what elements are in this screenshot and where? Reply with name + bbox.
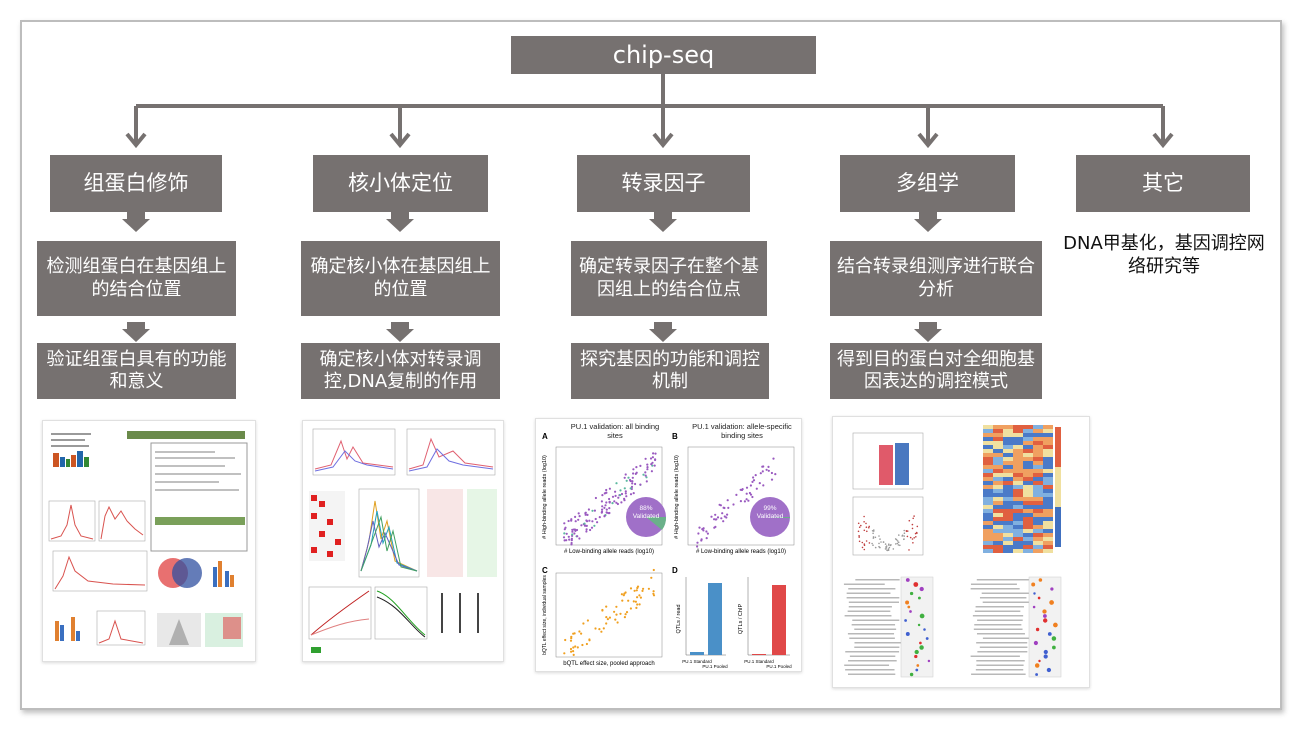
tf-bar-label-3: PU.1 Standard	[744, 659, 774, 664]
step-tf-1: 确定转录因子在整个基因组上的结合位点	[571, 241, 767, 316]
category-other: 其它	[1076, 155, 1250, 212]
tf-panel-a-ylabel: # High-binding allele reads (log10)	[542, 455, 548, 539]
tf-pie-b-wrap: 99% Validated	[756, 505, 784, 520]
category-multi-omics: 多组学	[840, 155, 1015, 212]
tf-panel-c-label: C	[542, 566, 548, 575]
tf-panel-b-xlabel: # Low-binding allele reads (log10)	[696, 549, 786, 555]
step-omics-2: 得到目的蛋白对全细胞基因表达的调控模式	[830, 343, 1042, 399]
tf-bar-d2-pooled	[772, 585, 786, 655]
tf-panel-a-xlabel: # Low-binding allele reads (log10)	[564, 549, 654, 555]
tf-panel-b-label: B	[672, 432, 678, 441]
tf-panel-c-scatter	[563, 568, 656, 656]
tf-panel-d-ylabel2: QTLs / ChIP	[738, 604, 744, 635]
root-node: chip-seq	[511, 36, 816, 74]
tf-bar-label-2: PU.1 Pooled	[702, 664, 728, 669]
tf-bar-label-4: PU.1 Pooled	[766, 664, 792, 669]
step-nucleosome-2: 确定核小体对转录调控,DNA复制的作用	[301, 343, 500, 399]
category-histone: 组蛋白修饰	[50, 155, 222, 212]
category-nucleosome: 核小体定位	[313, 155, 488, 212]
tf-panel-c-ylabel: bQTL effect size, individual samples	[542, 575, 548, 655]
tf-panel-b-scatter	[696, 457, 777, 548]
category-transcription-factor: 转录因子	[577, 155, 750, 212]
tf-bar-d1-pooled	[708, 583, 722, 655]
histone-figure	[42, 420, 256, 662]
volcano-plot	[857, 515, 919, 552]
heatmap	[983, 425, 1053, 553]
tf-panel-a-scatter	[562, 452, 657, 546]
tf-pie-a-wrap: 88% Validated	[632, 505, 660, 520]
tf-figure: A PU.1 validation: all binding sites 88%…	[535, 418, 802, 672]
tf-bar-label-1: PU.1 Standard	[682, 659, 712, 664]
tf-panel-a-title-wrap: PU.1 validation: all binding sites	[570, 422, 660, 440]
histone-figure-image	[48, 431, 248, 647]
tf-panel-d-ylabel1: QTLs / read	[676, 604, 682, 633]
tf-pie-b-label: 99% Validated	[756, 505, 784, 520]
tf-panel-a-label: A	[542, 432, 548, 441]
tf-panel-a-title: PU.1 validation: all binding sites	[570, 422, 660, 440]
tf-panel-b-title-wrap: PU.1 validation: allele-specific binding…	[692, 422, 792, 440]
tf-bar-d1-standard	[690, 652, 704, 655]
tf-chart: A PU.1 validation: all binding sites 88%…	[542, 422, 795, 669]
other-note: DNA甲基化，基因调控网络研究等	[1063, 233, 1265, 278]
tf-panel-b-title: PU.1 validation: allele-specific binding…	[692, 422, 792, 440]
tf-panel-d-label: D	[672, 566, 678, 575]
step-tf-2: 探究基因的功能和调控机制	[571, 343, 769, 399]
tf-bar-d2-standard	[752, 654, 766, 655]
nucleosome-figure-image	[308, 428, 497, 653]
nucleosome-figure	[302, 420, 504, 662]
omics-figure-image	[843, 425, 1062, 678]
omics-figure	[832, 416, 1090, 688]
step-histone-2: 验证组蛋白具有的功能和意义	[37, 343, 236, 399]
tf-panel-c-xlabel: bQTL effect size, pooled approach	[563, 661, 654, 667]
step-histone-1: 检测组蛋白在基因组上的结合位置	[37, 241, 236, 316]
tf-pie-a-label: 88% Validated	[632, 505, 660, 520]
step-nucleosome-1: 确定核小体在基因组上的位置	[301, 241, 500, 316]
step-omics-1: 结合转录组测序进行联合分析	[830, 241, 1042, 316]
tf-panel-b-ylabel: # High-binding allele reads (log10)	[674, 455, 680, 539]
